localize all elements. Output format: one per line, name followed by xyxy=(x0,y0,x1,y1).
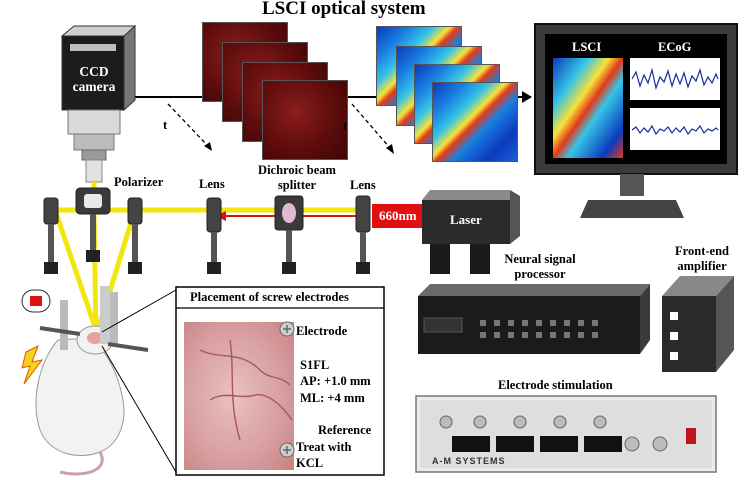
diagram-title: LSCI optical system xyxy=(262,0,426,19)
laser-label: Laser xyxy=(450,212,482,227)
dichroic-label-line1: Dichroic beam xyxy=(258,163,336,177)
neural-label-line1: Neural signal xyxy=(504,252,576,266)
dichroic-label: Dichroic beam splitter xyxy=(254,163,340,193)
laser-device xyxy=(372,190,520,274)
lens-right-mount xyxy=(355,195,371,274)
electrode-screw xyxy=(279,321,295,337)
monitor-lsci-label: LSCI xyxy=(572,40,602,54)
lsci-frame-4 xyxy=(432,82,518,162)
time-label-right: t xyxy=(343,119,348,133)
ccd-camera-label: CCD camera xyxy=(70,64,118,94)
time-arrow-left xyxy=(167,103,212,151)
dichroic-label-line2: splitter xyxy=(277,178,317,192)
raw-frame-4 xyxy=(262,80,348,160)
stim-knobs xyxy=(439,415,668,452)
ml-coordinate-label: ML: +4 mm xyxy=(300,391,365,405)
rat-illustration xyxy=(21,286,149,476)
neural-processor-label: Neural signal processor xyxy=(480,252,600,282)
callout-line-top xyxy=(101,289,177,333)
mount-polarizer-lens xyxy=(127,197,143,274)
stim-displays xyxy=(452,436,622,452)
ccd-camera xyxy=(60,24,137,183)
frontend-label-line1: Front-end xyxy=(675,244,729,258)
treat-label-line1: Treat with xyxy=(296,440,352,454)
monitor xyxy=(534,23,738,218)
stimulator-brand: A-M SYSTEMS xyxy=(432,456,506,466)
neural-label-line2: processor xyxy=(514,267,566,281)
ecog-trace-2 xyxy=(631,124,719,136)
monitor-ecog-label: ECoG xyxy=(658,40,692,54)
neural-signal-processor xyxy=(418,284,650,354)
electrode-stimulator xyxy=(415,395,717,473)
callout-line-bottom xyxy=(101,345,177,473)
brain-vessels xyxy=(199,339,293,441)
front-end-amplifier xyxy=(662,276,734,372)
lens-left-mount xyxy=(206,197,222,274)
processor-ports xyxy=(480,320,598,338)
lens-right-label: Lens xyxy=(350,178,376,192)
ecog-trace-1 xyxy=(631,67,719,91)
polarizer-label: Polarizer xyxy=(114,175,164,189)
ccd-label-line2: camera xyxy=(72,79,116,94)
region-label: S1FL xyxy=(300,358,330,372)
stim-power-switch xyxy=(686,428,696,444)
time-label-left: t xyxy=(163,118,168,132)
electrode-label: Electrode xyxy=(296,324,348,338)
placement-panel-title: Placement of screw electrodes xyxy=(190,290,349,304)
stimulation-label: Electrode stimulation xyxy=(498,378,613,392)
ccd-label-line1: CCD xyxy=(79,64,109,79)
optical-mounts xyxy=(43,187,371,274)
dichroic-mount xyxy=(274,195,304,274)
wavelength-label: 660nm xyxy=(379,208,417,223)
frontend-amplifier-label: Front-end amplifier xyxy=(660,244,744,274)
polarizer-mount xyxy=(75,187,111,262)
mount-far-left xyxy=(43,197,59,274)
reference-screw xyxy=(279,442,295,458)
reference-label: Reference xyxy=(318,423,372,437)
treat-label-line2: KCL xyxy=(296,456,324,470)
ap-coordinate-label: AP: +1.0 mm xyxy=(300,374,371,388)
frontend-label-line2: amplifier xyxy=(677,259,727,273)
lens-left-label: Lens xyxy=(199,177,225,191)
time-arrow-right xyxy=(351,103,394,154)
